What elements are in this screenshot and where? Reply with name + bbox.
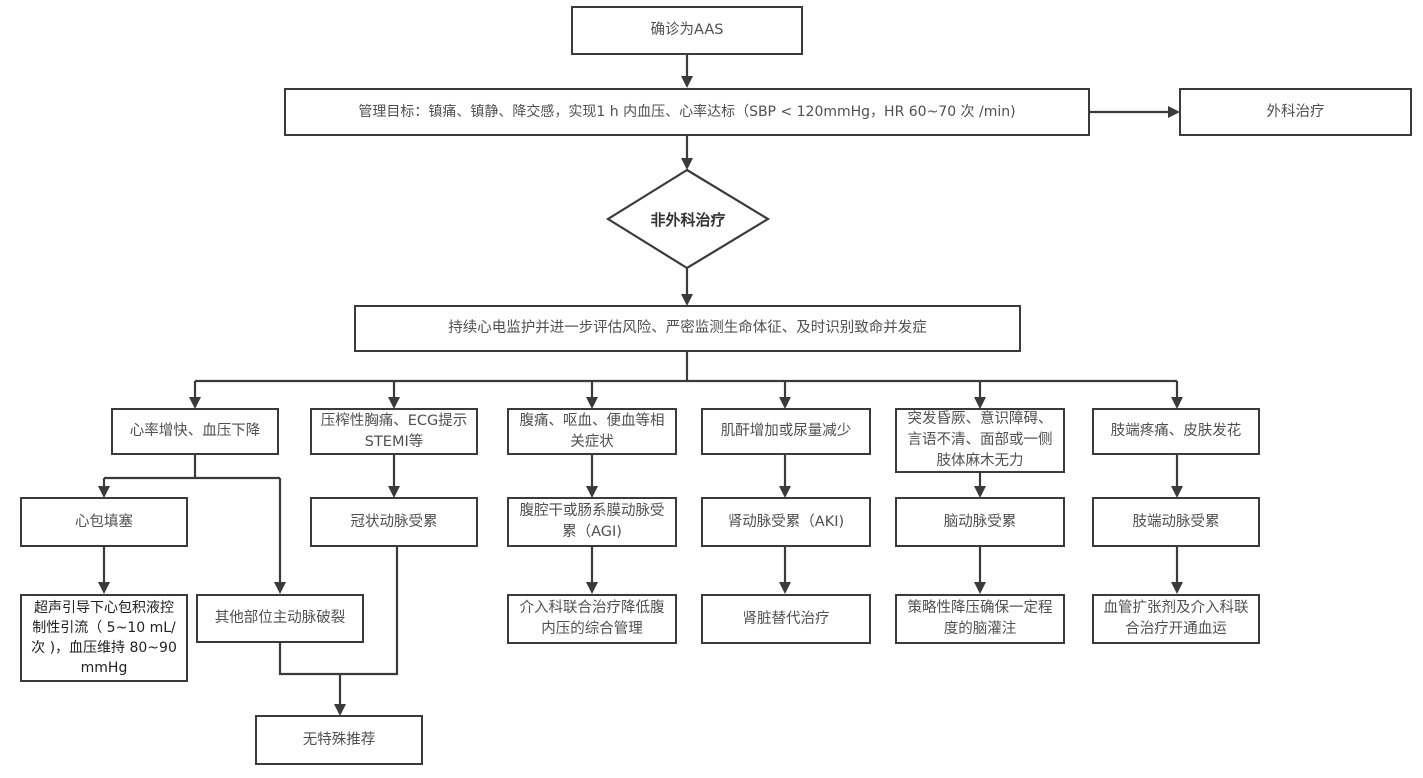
symptom-node: 突发昏厥、意识障碍、言语不清、面部或一侧肢体麻木无力 (895, 408, 1065, 473)
diagnosis-label: 腹腔干或肠系膜动脉受累（AGI) (519, 503, 665, 540)
arrow-head (388, 486, 400, 498)
arrow-head (974, 582, 986, 594)
symptom-node: 心率增快、血压下降 (111, 408, 279, 455)
symptom-label: 肌酐增加或尿量减少 (720, 423, 852, 439)
treatment-label: 血管扩张剂及介入科联合治疗开通血运 (1103, 600, 1249, 637)
surgical-treatment-node: 外科治疗 (1179, 88, 1412, 136)
diagnosis-node: 心包填塞 (20, 497, 188, 547)
diagnosis-label: 肾动脉受累（AKI) (727, 513, 845, 530)
arrow-head (586, 582, 598, 594)
arrow-head (586, 486, 598, 498)
treatment-node: 血管扩张剂及介入科联合治疗开通血运 (1092, 594, 1260, 644)
management-goal-label: 管理目标：镇痛、镇静、降交感，实现1 h 内血压、心率达标（SBP < 120m… (358, 103, 1016, 120)
diagnosis-node: 脑动脉受累 (895, 497, 1065, 547)
treatment-label: 介入科联合治疗降低腹内压的综合管理 (519, 600, 665, 637)
symptom-node: 腹痛、呕血、便血等相关症状 (507, 408, 677, 455)
diagnosis-node: 肾动脉受累（AKI) (701, 497, 871, 547)
arrow-head (1171, 582, 1183, 594)
arrow-head (334, 704, 346, 716)
arrow-head (98, 582, 110, 594)
arrow-head (1171, 486, 1183, 498)
no-recommendation-node: 无特殊推荐 (255, 715, 423, 765)
symptom-label: 突发昏厥、意识障碍、言语不清、面部或一侧肢体麻木无力 (907, 411, 1053, 469)
start-node: 确诊为AAS (571, 6, 803, 55)
arrow-head (779, 582, 791, 594)
symptom-label: 肢端疼痛、皮肤发花 (1110, 423, 1242, 439)
arrow-head (98, 486, 110, 498)
diagnosis-node: 其他部位主动脉破裂 (196, 594, 364, 643)
diagnosis-node: 肢端动脉受累 (1092, 497, 1260, 547)
symptom-label: 心率增快、血压下降 (129, 423, 261, 439)
treatment-label: 策略性降压确保一定程度的脑灌注 (907, 600, 1053, 637)
diagnosis-node: 腹腔干或肠系膜动脉受累（AGI) (507, 497, 677, 547)
treatment-label: 超声引导下心包积液控制性引流（ 5~10 mL/次 )，血压维持 80~90 m… (31, 600, 177, 676)
no-recommendation-label: 无特殊推荐 (302, 731, 376, 748)
treatment-node: 介入科联合治疗降低腹内压的综合管理 (507, 594, 677, 644)
arrow-head (1168, 106, 1180, 118)
arrow-head (974, 486, 986, 498)
management-goal-node: 管理目标：镇痛、镇静、降交感，实现1 h 内血压、心率达标（SBP < 120m… (284, 88, 1090, 136)
diagnosis-label: 肢端动脉受累 (1132, 513, 1220, 530)
treatment-node: 策略性降压确保一定程度的脑灌注 (895, 594, 1065, 644)
diagnosis-node: 冠状动脉受累 (310, 497, 478, 547)
surgical-treatment-label: 外科治疗 (1266, 103, 1325, 120)
symptom-node: 肢端疼痛、皮肤发花 (1092, 408, 1260, 455)
arrow-head (681, 158, 693, 170)
decision-text: 非外科治疗 (650, 210, 726, 229)
diagnosis-label: 其他部位主动脉破裂 (214, 610, 346, 626)
arrow-head (681, 294, 693, 306)
arrow-head (779, 486, 791, 498)
treatment-label: 肾脏替代治疗 (742, 610, 830, 627)
arrow-head (681, 76, 693, 88)
start-node-label: 确诊为AAS (650, 22, 724, 38)
symptom-node: 肌酐增加或尿量减少 (701, 408, 871, 455)
diagnosis-label: 脑动脉受累 (943, 513, 1017, 530)
monitoring-node: 持续心电监护并进一步评估风险、严密监测生命体征、及时识别致命并发症 (354, 305, 1021, 352)
symptom-label: 腹痛、呕血、便血等相关症状 (519, 412, 665, 450)
decision-label: 非外科治疗 (608, 170, 768, 268)
diagnosis-label: 冠状动脉受累 (350, 513, 438, 530)
arrow-head (274, 582, 286, 594)
diagnosis-label: 心包填塞 (75, 513, 133, 530)
treatment-node: 肾脏替代治疗 (701, 594, 871, 644)
symptom-label: 压榨性胸痛、ECG提示STEMI等 (320, 412, 468, 450)
monitoring-label: 持续心电监护并进一步评估风险、严密监测生命体征、及时识别致命并发症 (448, 320, 927, 336)
branch-drops (189, 381, 1183, 409)
treatment-node: 超声引导下心包积液控制性引流（ 5~10 mL/次 )，血压维持 80~90 m… (20, 594, 188, 682)
symptom-node: 压榨性胸痛、ECG提示STEMI等 (310, 408, 478, 455)
connector-line (278, 546, 399, 676)
